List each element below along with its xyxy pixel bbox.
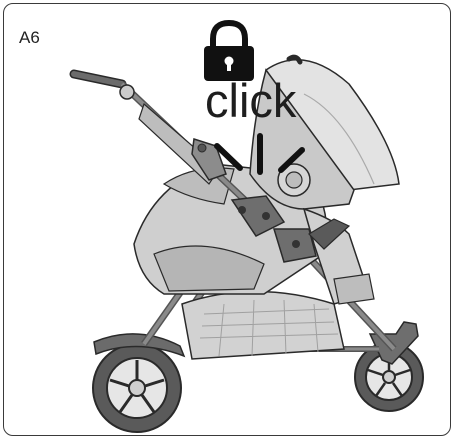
click-label: click [205, 77, 296, 124]
lock-icon [4, 4, 451, 436]
step-label: A6 [19, 28, 40, 48]
instruction-panel: A6 click [3, 3, 451, 436]
